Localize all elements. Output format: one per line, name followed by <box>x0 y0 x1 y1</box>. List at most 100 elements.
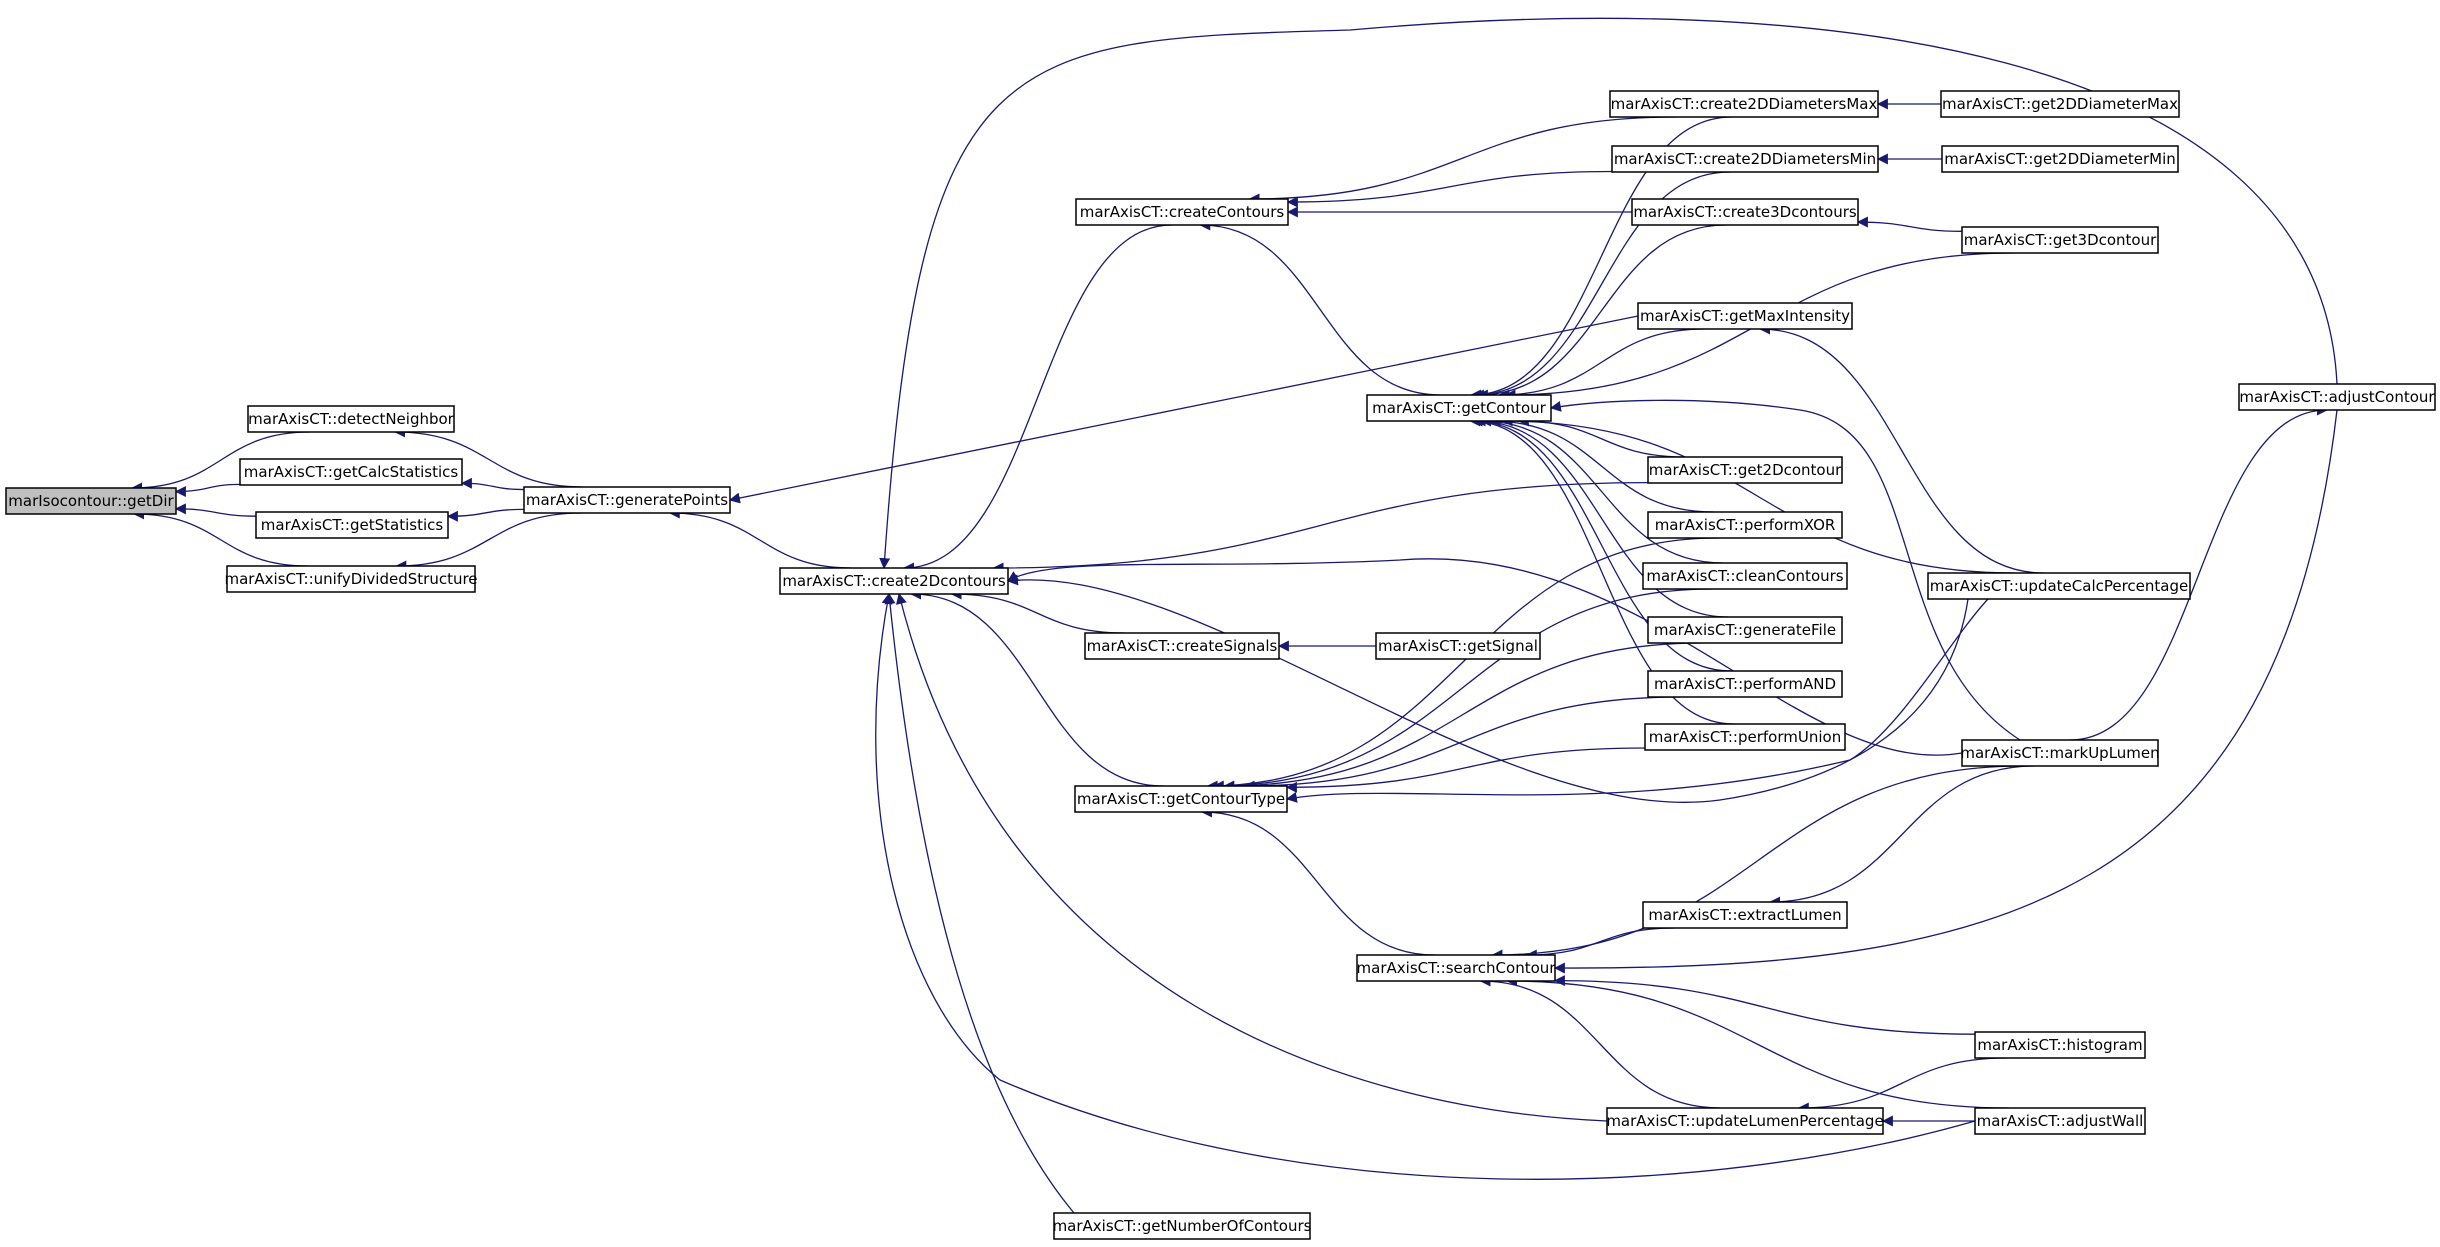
node-adjustContour[interactable]: marAxisCT::adjustContour <box>2238 383 2436 411</box>
edge-createContours-to-create2Dcontours <box>903 224 1172 574</box>
edge-generateFile-to-getContour <box>1474 415 1729 618</box>
node-get2DDiameterMax[interactable]: marAxisCT::get2DDiameterMax <box>1940 90 2180 118</box>
node-box-updateLumenPercentage <box>1606 1107 1884 1135</box>
edge-adjustWall-to-searchContour <box>1506 975 2009 1109</box>
node-box-getMaxIntensity <box>1637 302 1853 330</box>
edge-create2DDiametersMax-to-createContours <box>1248 116 1677 205</box>
edge-markUpLumen-to-extractLumen <box>1769 765 2035 908</box>
node-box-get3Dcontour <box>1961 226 2159 254</box>
node-box-getContour <box>1366 394 1552 422</box>
node-label-createContours: marAxisCT::createContours <box>1080 203 1285 221</box>
edge-cleanContours-to-getContour <box>1480 415 1723 564</box>
node-create2DDiametersMax[interactable]: marAxisCT::create2DDiametersMax <box>1609 90 1879 118</box>
node-searchContour[interactable]: marAxisCT::searchContour <box>1356 954 1557 982</box>
node-performAND[interactable]: marAxisCT::performAND <box>1647 670 1843 698</box>
node-box-extractLumen <box>1642 901 1848 929</box>
node-box-markUpLumen <box>1961 739 2159 767</box>
node-label-generateFile: marAxisCT::generateFile <box>1654 621 1836 639</box>
edge-updateCalcPercentage-to-getContourType <box>1285 598 1989 803</box>
edge-get3Dcontour-to-create3Dcontours <box>1856 216 1963 232</box>
node-adjustWall[interactable]: marAxisCT::adjustWall <box>1974 1107 2146 1135</box>
node-detectNeighbor[interactable]: marAxisCT::detectNeighbor <box>247 405 455 433</box>
node-label-create3Dcontours: marAxisCT::create3Dcontours <box>1633 203 1857 221</box>
node-create3Dcontours[interactable]: marAxisCT::create3Dcontours <box>1631 198 1859 226</box>
node-histogram[interactable]: marAxisCT::histogram <box>1974 1031 2146 1059</box>
node-label-getNumberOfContours: marAxisCT::getNumberOfContours <box>1053 1217 1312 1235</box>
node-updateLumenPercentage[interactable]: marAxisCT::updateLumenPercentage <box>1606 1107 1884 1135</box>
node-box-cleanContours <box>1642 562 1848 590</box>
edge-histogram-to-updateLumenPercentage <box>1797 1057 2007 1114</box>
node-cleanContours[interactable]: marAxisCT::cleanContours <box>1642 562 1848 590</box>
node-box-detectNeighbor <box>247 405 455 433</box>
node-updateCalcPercentage[interactable]: marAxisCT::updateCalcPercentage <box>1927 572 2191 600</box>
node-create2DDiametersMin[interactable]: marAxisCT::create2DDiametersMin <box>1611 145 1879 173</box>
node-extractLumen[interactable]: marAxisCT::extractLumen <box>1642 901 1848 929</box>
node-label-searchContour: marAxisCT::searchContour <box>1357 959 1557 977</box>
edge-getMaxIntensity-to-generatePoints <box>728 315 1639 504</box>
edge-createSignals-to-create2Dcontours <box>950 588 1125 634</box>
edge-detectNeighbor-to-getDir <box>131 431 310 494</box>
node-label-markUpLumen: marAxisCT::markUpLumen <box>1960 744 2159 762</box>
node-box-generatePoints <box>523 486 731 514</box>
node-label-create2Dcontours: marAxisCT::create2Dcontours <box>782 572 1006 590</box>
node-label-cleanContours: marAxisCT::cleanContours <box>1646 567 1843 585</box>
node-createSignals[interactable]: marAxisCT::createSignals <box>1084 632 1280 660</box>
edge-getNumberOfContours-to-create2Dcontours <box>884 592 1075 1214</box>
node-performUnion[interactable]: marAxisCT::performUnion <box>1644 723 1846 751</box>
node-getCalcStatistics[interactable]: marAxisCT::getCalcStatistics <box>239 458 463 486</box>
edge-getStatistics-to-getDir <box>174 503 257 517</box>
node-unifyDividedStructure[interactable]: marAxisCT::unifyDividedStructure <box>224 565 478 593</box>
node-box-getNumberOfContours <box>1053 1212 1311 1240</box>
node-label-histogram: marAxisCT::histogram <box>1977 1036 2142 1054</box>
node-label-create2DDiametersMin: marAxisCT::create2DDiametersMin <box>1614 150 1876 168</box>
node-box-createContours <box>1075 198 1289 226</box>
node-box-create2DDiametersMin <box>1611 145 1879 173</box>
node-label-updateCalcPercentage: marAxisCT::updateCalcPercentage <box>1930 577 2189 595</box>
node-getSignal[interactable]: marAxisCT::getSignal <box>1375 632 1541 660</box>
node-label-getSignal: marAxisCT::getSignal <box>1378 637 1538 655</box>
node-create2Dcontours[interactable]: marAxisCT::create2Dcontours <box>779 567 1009 595</box>
node-label-performXOR: marAxisCT::performXOR <box>1655 516 1836 534</box>
node-get2Dcontour[interactable]: marAxisCT::get2Dcontour <box>1647 456 1843 484</box>
node-get2DDiameterMin[interactable]: marAxisCT::get2DDiameterMin <box>1941 145 2179 173</box>
node-createContours[interactable]: marAxisCT::createContours <box>1075 198 1289 226</box>
node-label-generatePoints: marAxisCT::generatePoints <box>526 491 728 509</box>
node-markUpLumen[interactable]: marAxisCT::markUpLumen <box>1960 739 2160 767</box>
node-getContour[interactable]: marAxisCT::getContour <box>1366 394 1552 422</box>
node-get3Dcontour[interactable]: marAxisCT::get3Dcontour <box>1961 226 2159 254</box>
edge-get2Dcontour-to-getContour <box>1517 415 1686 458</box>
node-label-get2Dcontour: marAxisCT::get2Dcontour <box>1649 461 1842 479</box>
edge-histogram-to-searchContour <box>1553 975 1976 1035</box>
edge-updateCalcPercentage-to-getMaxIntensity <box>1759 323 2044 574</box>
node-box-create2Dcontours <box>779 567 1009 595</box>
edge-create2DDiametersMin-to-createContours <box>1286 170 1613 208</box>
node-generatePoints[interactable]: marAxisCT::generatePoints <box>523 486 731 514</box>
node-box-performAND <box>1647 670 1843 698</box>
edge-adjustContour-to-create2Dcontours <box>879 17 2338 570</box>
node-label-updateLumenPercentage: marAxisCT::updateLumenPercentage <box>1606 1112 1883 1130</box>
edge-create2DDiametersMax-to-getContour <box>1470 116 1732 401</box>
edge-updateCalcPercentage-to-getContour <box>1501 415 2016 574</box>
node-label-detectNeighbor: marAxisCT::detectNeighbor <box>248 410 455 428</box>
node-getNumberOfContours[interactable]: marAxisCT::getNumberOfContours <box>1053 1212 1312 1240</box>
edge-generateFile-to-getContourType <box>1223 642 1702 792</box>
edge-unifyDividedStructure-to-getDir <box>133 508 308 567</box>
node-getMaxIntensity[interactable]: marAxisCT::getMaxIntensity <box>1637 302 1853 330</box>
edge-performXOR-to-getContour <box>1489 415 1714 513</box>
edge-markUpLumen-to-searchContour <box>1491 765 2024 961</box>
node-generateFile[interactable]: marAxisCT::generateFile <box>1647 616 1843 644</box>
edges-layer <box>131 17 2338 1214</box>
node-box-updateCalcPercentage <box>1927 572 2191 600</box>
node-getDir[interactable]: marIsocontour::getDir <box>5 487 177 515</box>
edge-performAND-to-getContour <box>1471 415 1732 672</box>
node-box-getSignal <box>1375 632 1541 660</box>
node-getContourType[interactable]: marAxisCT::getContourType <box>1074 785 1288 813</box>
edge-markUpLumen-to-getContour <box>1549 399 2021 741</box>
edge-generatePoints-to-detectNeighbor <box>394 426 583 488</box>
node-box-getContourType <box>1074 785 1288 813</box>
node-performXOR[interactable]: marAxisCT::performXOR <box>1647 511 1843 539</box>
node-label-get3Dcontour: marAxisCT::get3Dcontour <box>1964 231 2157 249</box>
node-label-getContour: marAxisCT::getContour <box>1372 399 1547 417</box>
node-getStatistics[interactable]: marAxisCT::getStatistics <box>255 511 449 539</box>
